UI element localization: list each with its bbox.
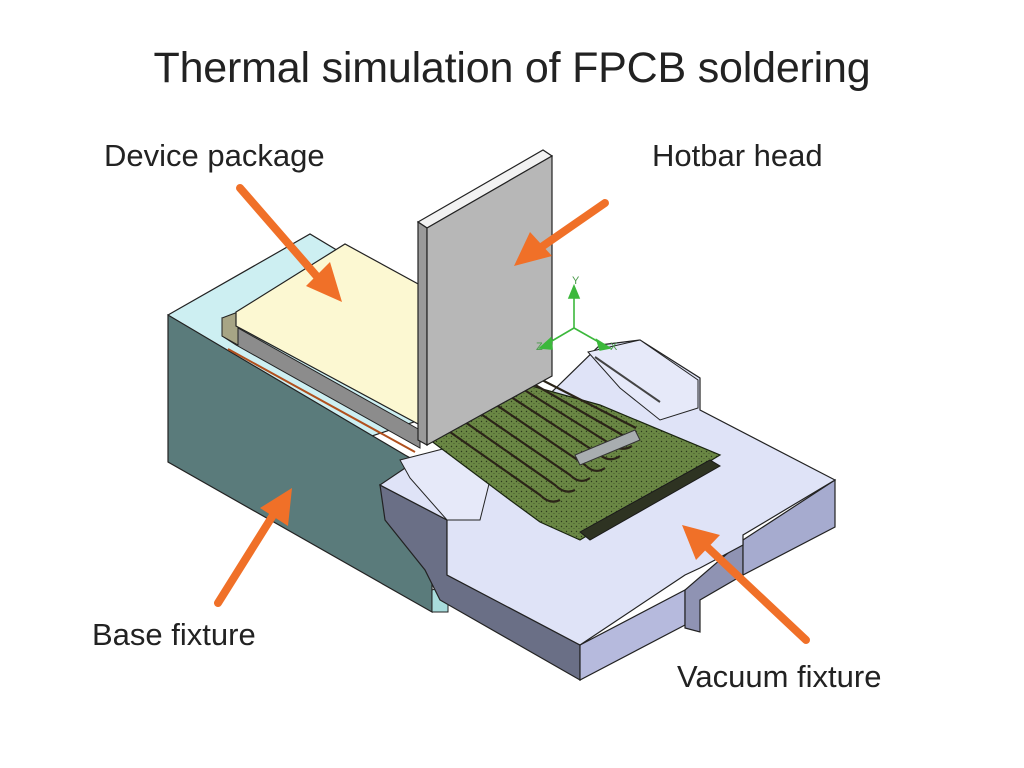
vacuum-fixture-label: Vacuum fixture [677, 659, 882, 694]
z-axis-label: Z [536, 341, 543, 353]
vacuum-fixture-rail-right [587, 339, 699, 421]
hotbar-head-face [426, 154, 553, 447]
solder-layer [227, 348, 416, 453]
rail-groove [594, 356, 661, 403]
arrow-hotbar-head-line [536, 199, 609, 252]
y-axis-label: Y [572, 275, 580, 287]
fpcb [429, 379, 722, 541]
arrow-base-fixture-head-icon [260, 488, 292, 526]
hotbar-head-edge [417, 220, 428, 447]
y-axis-arrow-icon [567, 283, 581, 299]
arrow-device-package-line [236, 184, 324, 284]
arrow-device-package-head-icon [306, 262, 342, 302]
callout-arrows [214, 184, 810, 644]
z-axis-arrow-icon [538, 336, 553, 350]
page-title: Thermal simulation of FPCB soldering [153, 44, 871, 92]
vacuum-fixture-right-side [742, 478, 836, 576]
coordinate-triad [538, 283, 613, 351]
base-fixture-label: Base fixture [92, 617, 256, 652]
arrow-vacuum-fixture-head-icon [682, 525, 720, 560]
device-package-edge [221, 311, 239, 346]
hotbar-head-label: Hotbar head [652, 138, 823, 173]
device-package-label: Device package [104, 138, 325, 173]
arrow-vacuum-fixture-line [701, 541, 810, 644]
device-package [221, 243, 421, 453]
arrow-base-fixture-line [214, 508, 279, 607]
x-axis-label: X [610, 341, 618, 353]
x-axis-arrow-icon [595, 338, 613, 351]
soldered-component [574, 429, 641, 466]
hotbar-head [416, 149, 554, 447]
arrow-hotbar-head-head-icon [514, 232, 552, 266]
fpcb-contact-pads [579, 459, 721, 541]
